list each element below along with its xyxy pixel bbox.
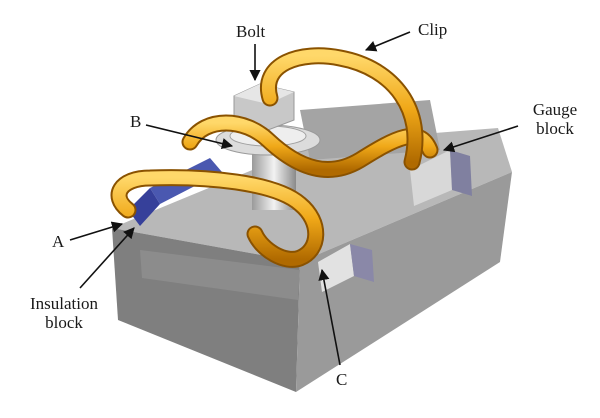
label-a: A [52,232,65,251]
label-insulation-line2: block [45,313,83,332]
label-insulation-block: Insulation block [14,294,114,332]
label-insulation-line1: Insulation [30,294,98,313]
block-side-face [296,172,512,392]
label-gauge-line1: Gauge [532,100,578,119]
label-b: B [130,112,142,131]
label-gauge-block: Gauge block [520,100,590,138]
leader-arrows [69,31,519,366]
arrow-a [69,221,124,241]
label-bolt: Bolt [236,22,266,41]
arrow-gauge-block [442,125,519,153]
arrow-insulation-block [79,227,135,289]
label-gauge-line2: block [536,119,574,138]
arrow-b [145,124,234,150]
gauge-block [410,150,472,206]
label-clip: Clip [418,20,448,39]
label-c: C [336,370,348,389]
clip [110,47,439,268]
block-groove [140,250,300,300]
arrow-clip [364,31,411,52]
arrow-c [318,268,341,366]
